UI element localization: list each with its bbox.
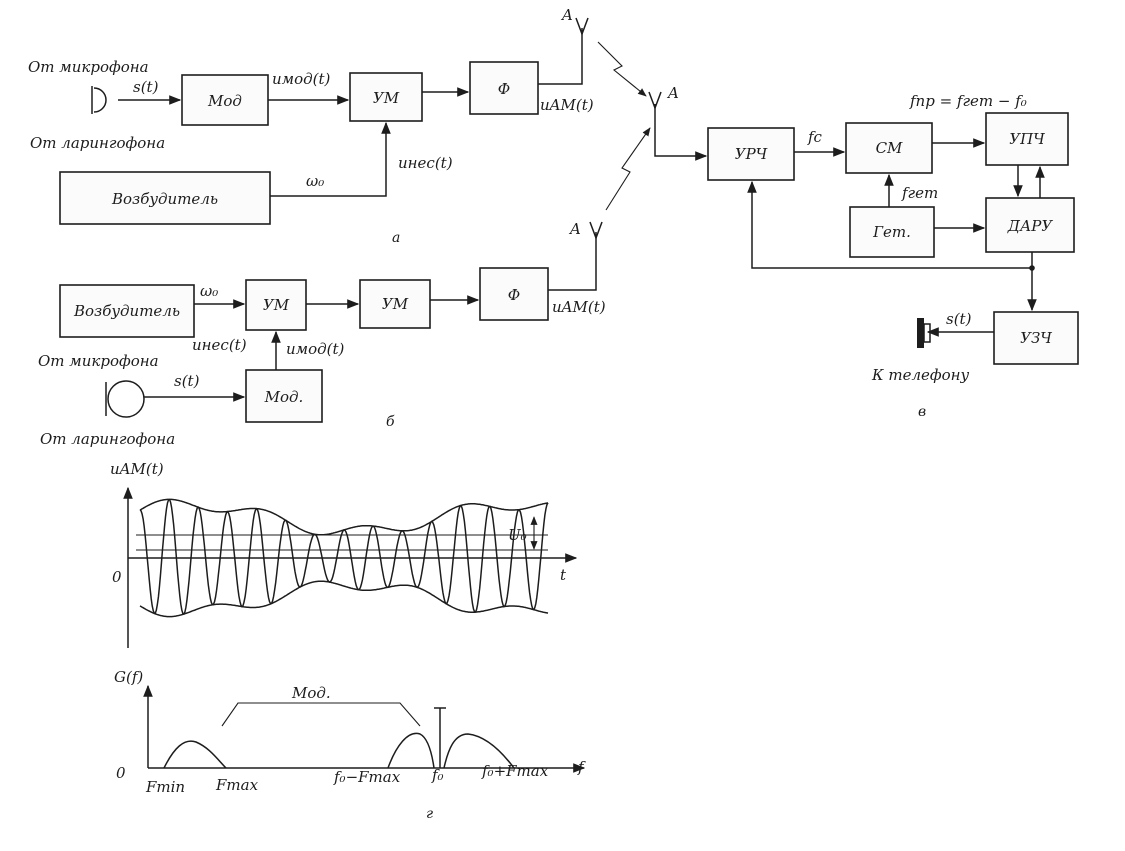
urch-block-label: УРЧ	[735, 145, 768, 163]
omega0-label-b: ω₀	[200, 282, 218, 300]
daru-block-label: ДАРУ	[1007, 217, 1054, 235]
exciter-block-b	[59, 284, 195, 338]
waveform-origin-label: 0	[112, 568, 122, 586]
fget-label: fгет	[901, 184, 938, 202]
uzch-block-label: УЗЧ	[1020, 329, 1052, 347]
antenna-label-a1: A	[560, 6, 573, 24]
from-mic-label-b: От микрофона	[38, 352, 159, 370]
arrow-exciter-to-um-a	[270, 121, 391, 197]
spectrum-ylabel: G(f)	[114, 668, 143, 686]
antenna-icon-v	[648, 91, 662, 150]
radio-wave-a	[597, 41, 647, 97]
sm-block-label: СМ	[876, 139, 903, 157]
wire-filter-to-antenna-b	[548, 256, 597, 291]
upper-sideband-lobe	[443, 733, 515, 769]
spectrum-origin-label: 0	[116, 764, 126, 782]
mod-block-a-label: Мод	[207, 92, 242, 110]
microphone-icon-b	[105, 380, 145, 418]
arrow-daru-feedback-to-urch	[747, 180, 1033, 269]
caption-g: г	[426, 806, 433, 822]
s-t-out-label: s(t)	[946, 310, 972, 328]
diagram-a-transmitter: От микрофона От ларингофона s(t) Мод uмо…	[28, 6, 647, 246]
to-phone-label: К телефону	[871, 366, 970, 384]
exciter-block-b-label: Возбудитель	[73, 302, 180, 320]
omega0-label-a: ω₀	[306, 172, 324, 190]
caption-b: б	[386, 414, 395, 430]
radio-wave-b	[605, 127, 651, 211]
sm-block	[845, 122, 933, 174]
caption-v: в	[918, 404, 926, 420]
tick-f0-minus-fmax: f₀−Fmax	[333, 768, 401, 786]
tick-f0-plus-fmax: f₀+Fmax	[481, 762, 549, 780]
s-t-label-b: s(t)	[174, 372, 200, 390]
tick-f0: f₀	[431, 766, 444, 784]
mod-block-b-label: Мод.	[264, 388, 304, 406]
diagram-b-transmitter: Возбудитель ω₀ uнес(t) УМ УМ Ф uAM(t) A …	[38, 127, 651, 448]
from-laryngophone-label-b: От ларингофона	[40, 430, 175, 448]
mod-block-b	[245, 369, 323, 423]
u-mod-label-b: uмод(t)	[286, 340, 345, 358]
mod-transfer-arc	[221, 702, 421, 727]
uzch-block	[993, 311, 1079, 365]
exciter-block-a-label: Возбудитель	[111, 190, 218, 208]
mod-annotation: Мод.	[291, 684, 331, 702]
filter-block-b	[479, 267, 549, 321]
fc-label: fc	[807, 128, 823, 146]
from-mic-label-a: От микрофона	[28, 58, 149, 76]
um-block-a	[349, 72, 423, 122]
get-block-label: Гет.	[872, 223, 911, 241]
um2-block-b	[359, 279, 431, 329]
antenna-label-v: A	[666, 84, 679, 102]
ulch-block-label: УПЧ	[1009, 130, 1045, 148]
spectrum-xlabel: f	[577, 758, 586, 776]
fpr-label: fпр = fгет − f₀	[909, 92, 1027, 110]
ulch-block	[985, 112, 1069, 166]
lower-sideband-lobe	[387, 732, 435, 769]
wire-filter-to-antenna-a	[538, 55, 583, 85]
u-nes-label-b: uнес(t)	[192, 336, 247, 354]
exciter-block-a	[59, 171, 271, 225]
um1-block-b-label: УМ	[263, 296, 290, 314]
microphone-icon-a	[91, 86, 107, 114]
filter-block-b-label: Ф	[508, 286, 520, 304]
urch-block	[707, 127, 795, 181]
baseband-spectrum-lobe	[163, 740, 227, 769]
daru-block	[985, 197, 1075, 253]
filter-block-a-label: Ф	[498, 80, 510, 98]
u-nes-label-a: uнес(t)	[398, 154, 453, 172]
um-block-a-label: УМ	[373, 89, 400, 107]
tick-fmax: Fmax	[215, 776, 259, 794]
get-block	[849, 206, 935, 258]
u-am-label-a: uAM(t)	[540, 96, 594, 114]
from-laryngophone-label-a: От ларингофона	[30, 134, 165, 152]
telephone-icon	[917, 318, 931, 348]
antenna-icon-b	[589, 221, 603, 256]
diagram-v-receiver: A УРЧ fc СМ fпр = fгет − f₀ УПЧ Гет. fге…	[648, 84, 1079, 420]
caption-a: а	[392, 230, 400, 246]
antenna-label-b: A	[568, 220, 581, 238]
envelope-lower	[139, 580, 549, 618]
am-waveform-chart: uAM(t) t 0 U₀	[110, 460, 578, 648]
tick-fmin: Fmin	[145, 778, 185, 796]
waveform-ylabel: uAM(t)	[110, 460, 164, 478]
waveform-xlabel: t	[560, 566, 567, 584]
u-mod-label-a: uмод(t)	[272, 70, 331, 88]
s-t-label-a: s(t)	[133, 78, 159, 96]
spectrum-chart: G(f) f 0 Мод. Fmin Fmax f₀−Fmax f₀ f₀+Fm…	[114, 668, 586, 822]
um2-block-b-label: УМ	[382, 295, 409, 313]
arrow-antenna-to-urch	[654, 150, 708, 161]
um1-block-b	[245, 279, 307, 331]
carrier-wave	[139, 498, 549, 616]
u-am-label-b: uAM(t)	[552, 298, 606, 316]
antenna-icon-a1	[575, 17, 589, 55]
filter-block-a	[469, 61, 539, 115]
